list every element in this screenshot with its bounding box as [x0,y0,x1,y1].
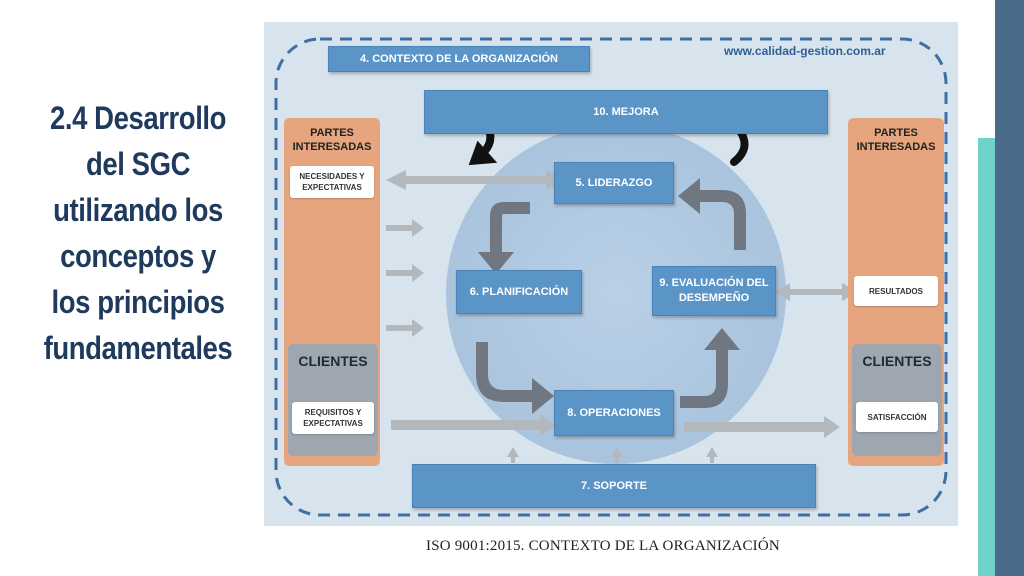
cycle-arrow [476,342,554,414]
cycle-arrow [478,202,530,274]
mejora-box: 10. MEJORA [424,90,828,134]
sgc-diagram: www.calidad-gestion.com.ar 4. CONTEXTO D… [264,22,958,526]
requisitos-box: REQUISITOS Y EXPECTATIVAS [292,402,374,434]
context-boundary [274,37,948,517]
resultados-box: RESULTADOS [854,276,938,306]
necesidades-box: NECESIDADES Y EXPECTATIVAS [290,166,374,198]
title-line: fundamentales [43,330,233,366]
website-url: www.calidad-gestion.com.ar [724,44,886,58]
title-line: 2.4 Desarrollo [49,100,227,136]
bidirectional-arrow [386,170,566,190]
resultados-arrow [774,283,858,301]
left-clientes-column [288,344,378,456]
clientes-arrow [391,414,556,436]
slide-title: 2.4 Desarrollo del SGC utilizando los co… [35,95,241,371]
title-line: utilizando los [53,192,223,228]
right-clientes-column [852,344,942,456]
diagram-background [274,37,948,517]
context-label: 4. CONTEXTO DE LA ORGANIZACIÓN [328,46,590,72]
input-arrow [386,219,424,237]
right-clientes-label: CLIENTES [862,353,932,369]
right-partes-label: PARTES INTERESADAS [856,127,936,153]
evaluacion-box: 9. EVALUACIÓN DEL DESEMPEÑO [652,266,776,316]
title-line: del SGC [85,146,191,182]
input-arrow [386,319,424,337]
cycle-arrow [680,328,740,408]
planificacion-box: 6. PLANIFICACIÓN [456,270,582,314]
satisfaccion-box: SATISFACCIÓN [856,402,938,432]
operaciones-box: 8. OPERACIONES [554,390,674,436]
left-partes-label: PARTES INTERESADAS [292,127,372,153]
left-arrows [386,170,858,463]
support-arrow [611,447,623,463]
slide-caption: ISO 9001:2015. CONTEXTO DE LA ORGANIZACI… [426,538,780,554]
input-arrow [386,264,424,282]
cycle-arrows [476,178,746,414]
process-circle [446,124,786,464]
support-arrow [507,447,519,463]
left-clientes-label: CLIENTES [298,353,368,369]
decorative-dark-bar [995,0,1024,576]
support-arrow [706,447,718,463]
title-line: conceptos y [60,238,216,274]
soporte-box: 7. SOPORTE [412,464,816,508]
satisfaccion-arrow [684,416,840,438]
cycle-arrow [678,178,746,250]
liderazgo-box: 5. LIDERAZGO [554,162,674,204]
arrow-head [468,140,498,166]
title-line: los principios [51,284,225,320]
